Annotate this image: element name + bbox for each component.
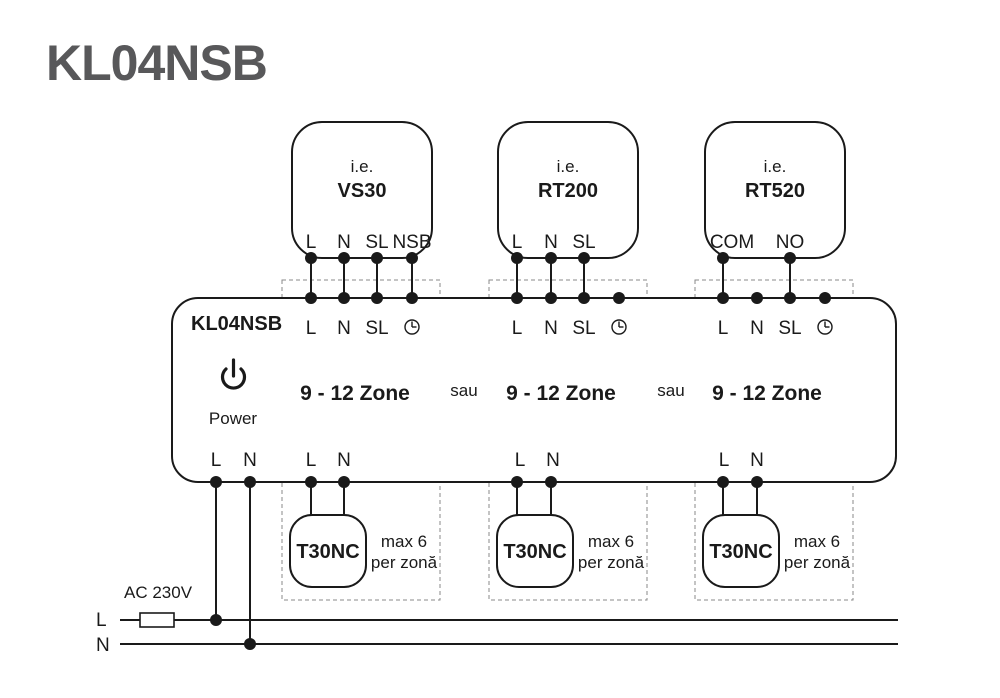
thermostat-3-terminal-com: COM [710, 232, 754, 253]
actuator-box-2 [496, 514, 574, 588]
junction-n [244, 638, 256, 650]
fuse-icon [139, 612, 175, 628]
actuator-wires [310, 482, 758, 518]
zone-2-terminal-n: N [544, 318, 558, 339]
thermostat-3-terminal-no: NO [776, 232, 805, 253]
thermostat-1-prefix: i.e. [351, 157, 374, 176]
controller-top-terminal-dots [305, 292, 831, 304]
power-label: Power [209, 409, 258, 428]
zone-1-terminal-sl: SL [365, 318, 388, 339]
zone-2-actuator-terminal-n: N [546, 450, 560, 471]
controller-body [171, 297, 897, 483]
power-icon [220, 358, 247, 390]
thermostat-2-terminal-n: N [544, 232, 558, 253]
zone-2-terminal-sl: SL [572, 318, 595, 339]
actuator-2-max: max 6 [588, 532, 634, 551]
thermostat-1-model: VS30 [338, 180, 387, 202]
actuator-3-model: T30NC [709, 541, 772, 563]
zone-2-label: 9 - 12 Zone [506, 382, 616, 405]
zone-1-label: 9 - 12 Zone [300, 382, 410, 405]
zone-1-terminal-l: L [306, 318, 317, 339]
supply-line-l: L [96, 610, 107, 631]
actuator-box-1 [289, 514, 367, 588]
thermostat-box-3 [704, 121, 846, 259]
junction-l [210, 614, 222, 626]
clock-icon [611, 319, 627, 335]
zone-3-label: 9 - 12 Zone [712, 382, 822, 405]
zone-2-actuator-terminal-l: L [515, 450, 526, 471]
zone-3-actuator-terminal-l: L [719, 450, 730, 471]
thermostat-terminal-dots [305, 252, 796, 264]
thermostat-2-terminal-l: L [512, 232, 523, 253]
zone-1-actuator-terminal-n: N [337, 450, 351, 471]
supply-line-n: N [96, 635, 110, 656]
actuator-box-3 [702, 514, 780, 588]
thermostat-1-terminal-l: L [306, 232, 317, 253]
controller-name: KL04NSB [191, 313, 282, 335]
thermostat-3-model: RT520 [745, 180, 805, 202]
zone-3-terminal-sl: SL [778, 318, 801, 339]
thermostat-2-terminal-sl: SL [572, 232, 595, 253]
thermostat-3-prefix: i.e. [764, 157, 787, 176]
actuator-3-max: max 6 [794, 532, 840, 551]
separator-1: sau [450, 381, 477, 400]
actuator-1-max: max 6 [381, 532, 427, 551]
thermostat-box-1 [291, 121, 433, 259]
thermostat-2-prefix: i.e. [557, 157, 580, 176]
supply-label: AC 230V [124, 583, 193, 602]
zone-3-terminal-n: N [750, 318, 764, 339]
zone-1-terminal-n: N [337, 318, 351, 339]
thermostat-box-2 [497, 121, 639, 259]
zone-2-terminal-l: L [512, 318, 523, 339]
zone-3-actuator-terminal-n: N [750, 450, 764, 471]
zone-1-actuator-terminal-l: L [306, 450, 317, 471]
actuator-2-model: T30NC [503, 541, 566, 563]
clock-icon [817, 319, 833, 335]
thermostat-1-terminal-sl: SL [365, 232, 388, 253]
thermostat-2-model: RT200 [538, 180, 598, 202]
page-title: KL04NSB [46, 35, 267, 91]
actuator-3-per-zone: per zonă [784, 553, 851, 572]
thermostat-1-terminal-n: N [337, 232, 351, 253]
power-terminal-n: N [243, 450, 257, 471]
actuator-1-model: T30NC [296, 541, 359, 563]
clock-icon [404, 319, 420, 335]
thermostat-1-terminal-nsb: NSB [392, 232, 431, 253]
actuator-1-per-zone: per zonă [371, 553, 438, 572]
power-terminal-l: L [211, 450, 222, 471]
actuator-2-per-zone: per zonă [578, 553, 645, 572]
zone-3-terminal-l: L [718, 318, 729, 339]
separator-2: sau [657, 381, 684, 400]
